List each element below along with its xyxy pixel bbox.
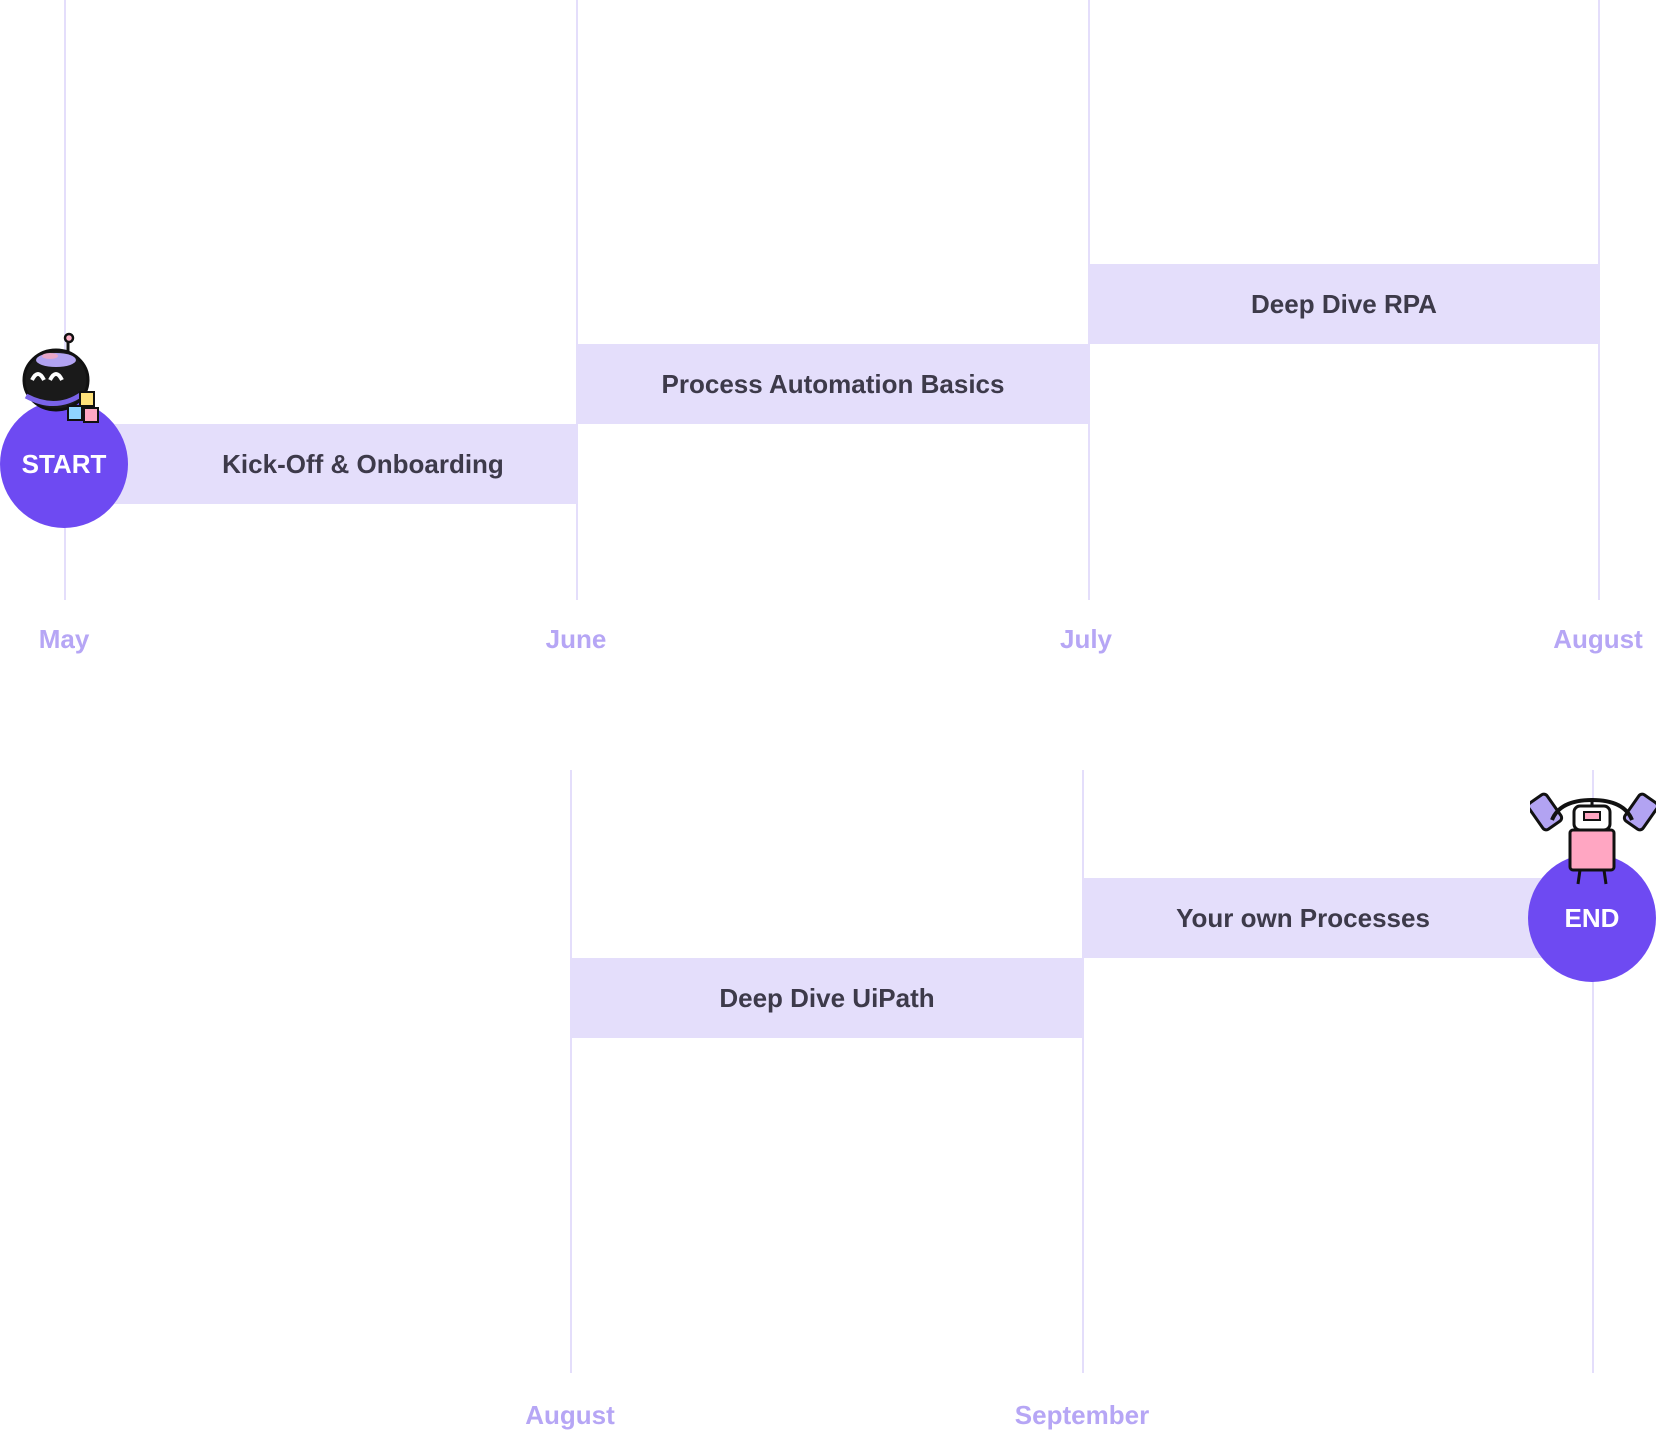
start-marker: START [0,400,128,528]
gridline-august [1598,0,1600,600]
phase-label: Your own Processes [1176,902,1430,933]
month-label-july: July [1059,624,1113,654]
end-label: END [1564,902,1620,933]
month-label-august: August [1553,624,1643,654]
timeline-top: Kick-Off & Onboarding Process Automation… [0,0,1656,680]
robot-lifting-weights-icon [1530,792,1656,885]
gridline-june [576,0,578,600]
gridline-may [64,0,66,600]
phase-bar-your-own-processes: Your own Processes [1083,878,1563,958]
month-label-may: May [38,624,90,654]
robot-with-blocks-icon [22,332,99,423]
month-label-september: September [1014,1400,1150,1430]
phase-label: Deep Dive UiPath [719,982,935,1013]
end-marker: END [1528,854,1656,982]
gridline-september [1082,770,1084,1373]
phase-bar-kickoff: Kick-Off & Onboarding [110,424,576,504]
month-label-august: August [525,1400,615,1430]
phase-bar-process-automation: Process Automation Basics [577,344,1089,424]
phase-bar-deep-dive-rpa: Deep Dive RPA [1089,264,1599,344]
gridline-end [1592,770,1594,1373]
phase-bar-deep-dive-uipath: Deep Dive UiPath [571,958,1083,1038]
month-label-june: June [545,624,607,654]
phase-label: Process Automation Basics [661,368,1005,399]
gridline-august [570,770,572,1373]
phase-label: Deep Dive RPA [1251,288,1437,319]
phase-label: Kick-Off & Onboarding [222,448,504,479]
start-label: START [21,448,107,479]
timeline-bottom: Deep Dive UiPath Your own Processes END … [0,770,1656,1431]
